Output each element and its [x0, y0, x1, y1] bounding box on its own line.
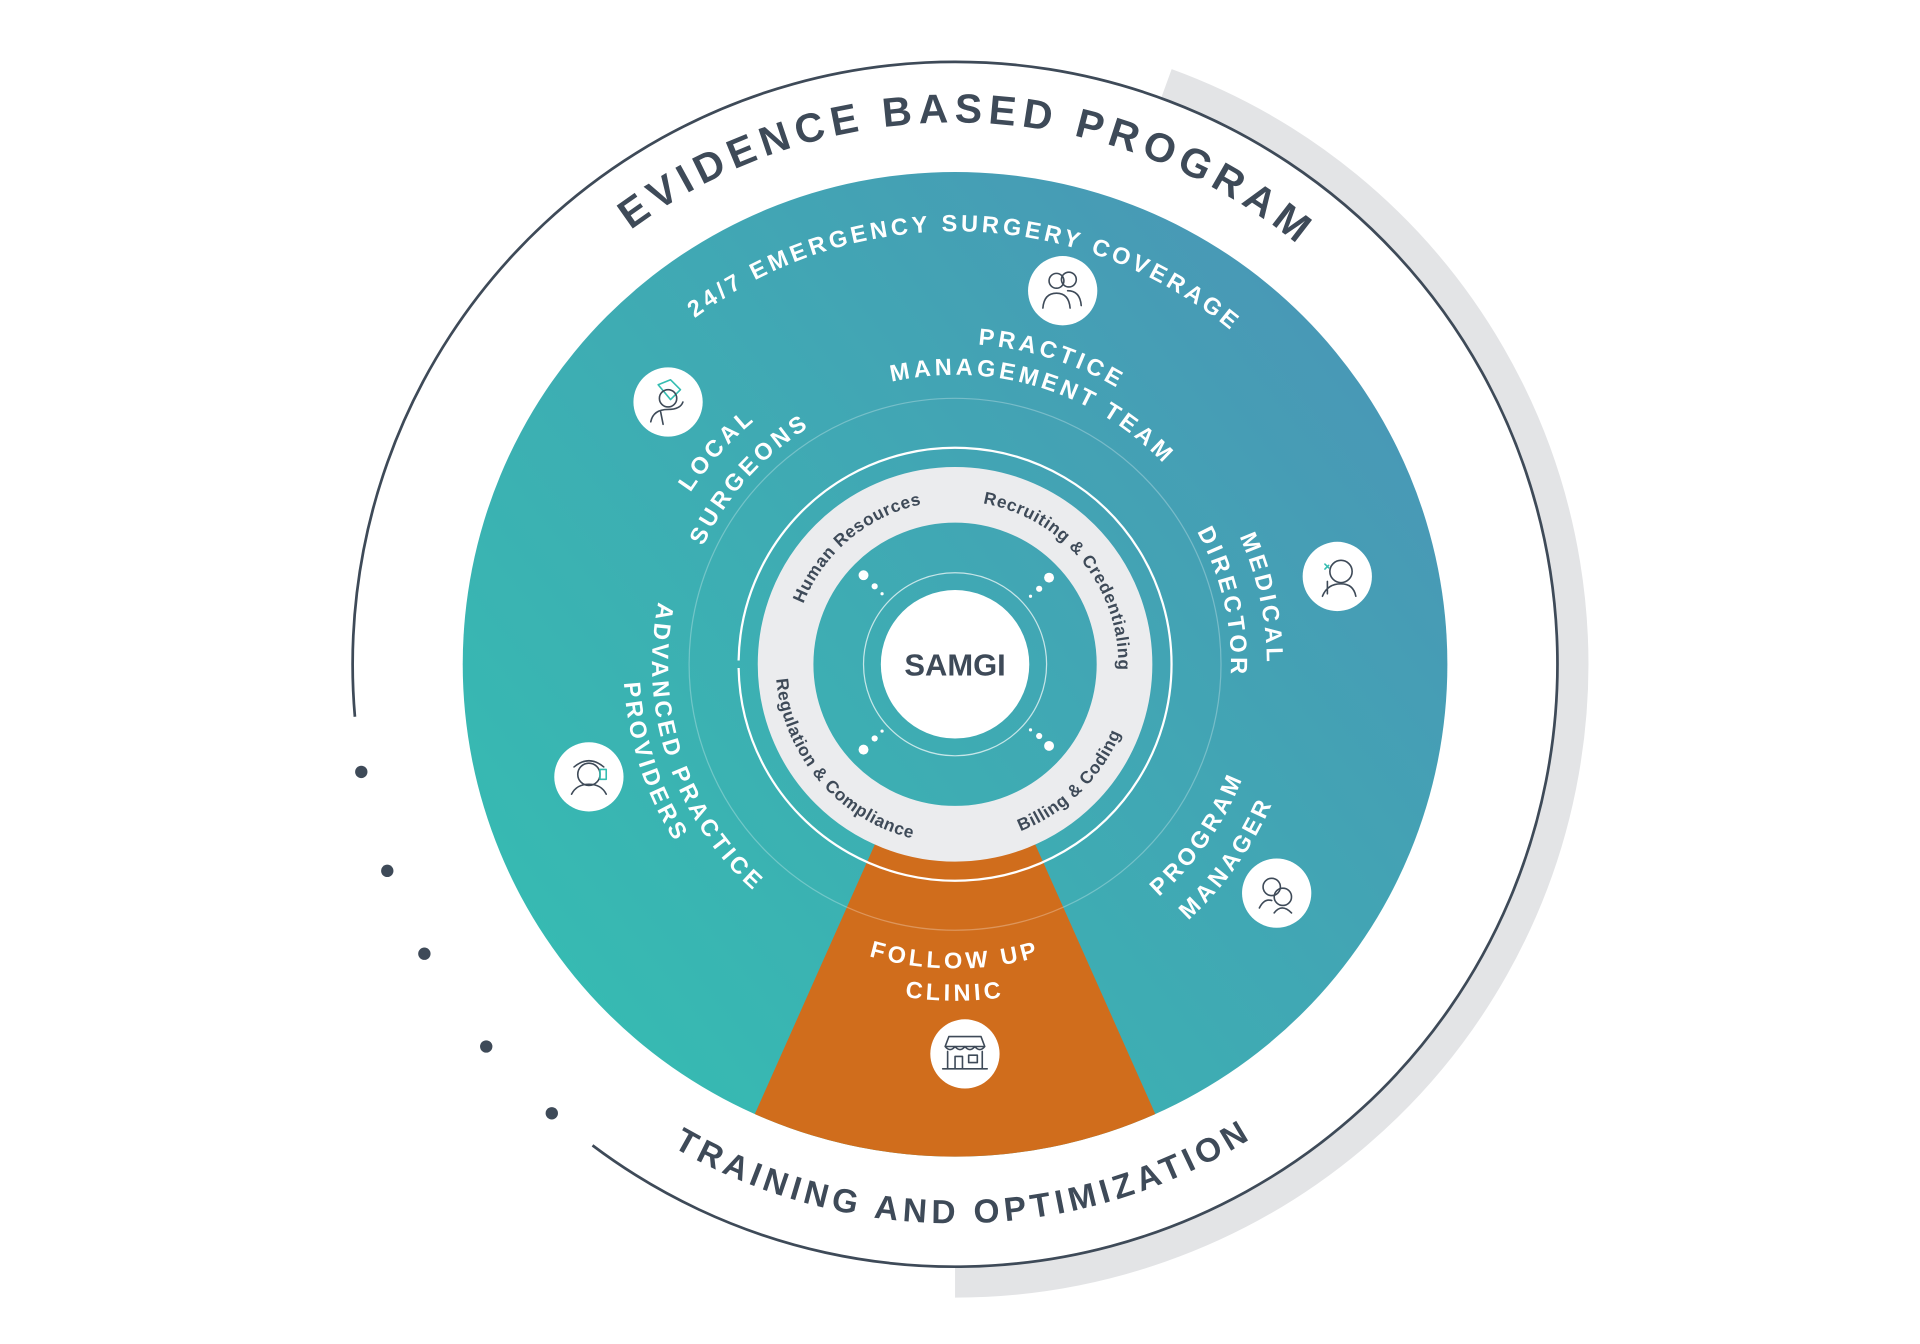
- dot: [1028, 594, 1033, 598]
- team-icon[interactable]: [1028, 256, 1098, 326]
- ring-gap-dots: [355, 765, 558, 1120]
- clinic-storefront-icon[interactable]: [930, 1019, 1000, 1089]
- center-circle: [880, 590, 1030, 739]
- gap-dot: [355, 765, 368, 779]
- surgeon-icon[interactable]: [633, 367, 703, 437]
- dot: [858, 570, 869, 581]
- inner-band: [757, 466, 1153, 862]
- follow-up-clinic-segment[interactable]: [743, 842, 1167, 1184]
- dot: [1028, 728, 1033, 732]
- manager-icon[interactable]: [1242, 858, 1312, 928]
- white-ring: [737, 446, 1173, 882]
- dot: [871, 735, 878, 742]
- faint-ring: [688, 397, 1222, 931]
- gap-dot: [381, 864, 394, 878]
- nurse-icon[interactable]: [554, 742, 624, 812]
- inner-dots: [858, 570, 1055, 755]
- shadow-arc: [955, 69, 1589, 1298]
- dot: [1036, 732, 1043, 740]
- doctor-icon[interactable]: [1302, 541, 1372, 612]
- dot: [1044, 572, 1055, 583]
- follow-up-clinic-line2: CLINIC: [904, 976, 1006, 1006]
- inner-thin-ring: [862, 572, 1048, 757]
- dot: [1036, 585, 1043, 592]
- gap-dot: [418, 947, 431, 960]
- dot: [858, 744, 869, 755]
- dot: [880, 729, 884, 733]
- gap-dot: [480, 1040, 493, 1053]
- dot: [880, 592, 884, 596]
- gap-dot: [545, 1107, 558, 1120]
- dot: [1044, 740, 1055, 751]
- outer-ring: [351, 60, 1559, 1269]
- dot: [871, 583, 878, 590]
- center-label: SAMGI: [904, 647, 1005, 682]
